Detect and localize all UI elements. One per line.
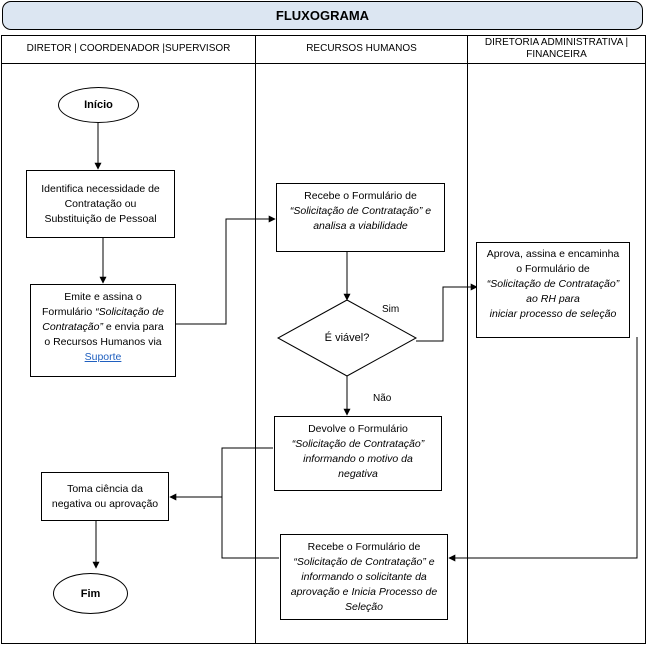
receive-final-text3: informando o solicitante da bbox=[301, 571, 427, 583]
approve-text3: ao RH para bbox=[526, 293, 580, 305]
lane-header-director: DIRETOR | COORDENADOR |SUPERVISOR bbox=[26, 43, 231, 54]
receive-final-text1: Recebe o Formulário de bbox=[307, 541, 421, 553]
approve-form-box: Aprova, assina e encaminha o Formulário … bbox=[476, 242, 630, 338]
receive-text3: analisa a viabilidade bbox=[313, 220, 408, 232]
receive-final-form-name: “Solicitação de Contratação” bbox=[293, 556, 426, 568]
decision-label: É viável? bbox=[324, 332, 370, 344]
aware-line2: negativa ou aprovação bbox=[51, 497, 159, 510]
lane-header-admin-line2: FINANCEIRA bbox=[526, 49, 587, 60]
return-form-box: Devolve o Formulário “Solicitação de Con… bbox=[274, 416, 442, 491]
emit-form-name: “Solicitação de Contratação” bbox=[42, 306, 164, 333]
receive-final-text5: Seleção bbox=[345, 601, 383, 613]
return-form-name: “Solicitação de Contratação” bbox=[291, 438, 425, 450]
identify-need-box: Identifica necessidade de Contratação ou… bbox=[26, 170, 175, 238]
edge-approve-receivefinal bbox=[448, 337, 638, 562]
identify-line3: Substituição de Pessoal bbox=[44, 212, 157, 225]
return-text1: Devolve o Formulário bbox=[308, 423, 408, 435]
emit-text2: Formulário bbox=[42, 306, 96, 318]
receive-final-text2: e bbox=[425, 556, 435, 568]
receive-text1: Recebe o Formulário de bbox=[304, 190, 417, 202]
approve-text2: o Formulário de bbox=[516, 263, 590, 275]
aware-box: Toma ciência da negativa ou aprovação bbox=[41, 472, 169, 521]
edge-decision-approve bbox=[416, 283, 478, 342]
start-node: Início bbox=[58, 87, 139, 123]
receive-form-box: Recebe o Formulário de “Solicitação de C… bbox=[276, 183, 445, 252]
swimlane-container bbox=[1, 35, 646, 644]
identify-line1: Identifica necessidade de bbox=[41, 182, 160, 195]
lane-divider bbox=[255, 35, 256, 644]
support-link[interactable]: Suporte bbox=[84, 351, 122, 363]
lane-divider bbox=[467, 35, 468, 644]
return-text3: negativa bbox=[338, 468, 378, 480]
emit-form-box: Emite e assina o Formulário “Solicitação… bbox=[30, 284, 176, 377]
lane-header-admin-line1: DIRETORIA ADMINISTRATIVA | bbox=[484, 37, 629, 48]
identify-line2: Contratação ou bbox=[64, 197, 137, 210]
decision-diamond-shape bbox=[276, 299, 418, 377]
return-text2: informando o motivo da bbox=[303, 453, 413, 465]
flowchart-title: FLUXOGRAMA bbox=[2, 1, 643, 30]
receive-text2: e bbox=[422, 205, 432, 217]
receive-final-text4: aprovação e Inicia Processo de bbox=[290, 586, 438, 598]
edge-label-no: Não bbox=[373, 393, 392, 404]
edge-emit-receive bbox=[176, 215, 276, 325]
edge-receivefinal-aware bbox=[221, 497, 279, 559]
lane-header-hr: RECURSOS HUMANOS bbox=[306, 43, 417, 54]
aware-line1: Toma ciência da bbox=[67, 482, 143, 495]
emit-text3: e envia para bbox=[102, 321, 164, 333]
lane-header-divider bbox=[1, 63, 646, 64]
end-node: Fim bbox=[53, 573, 128, 614]
emit-text4: o Recursos Humanos via bbox=[44, 336, 162, 348]
receive-final-box: Recebe o Formulário de “Solicitação de C… bbox=[280, 534, 448, 620]
approve-form-name: “Solicitação de Contratação” bbox=[486, 278, 620, 290]
approve-text4: iniciar processo de seleção bbox=[489, 308, 617, 320]
edge-return-aware bbox=[169, 447, 273, 501]
receive-form-name: “Solicitação de Contratação” bbox=[289, 205, 423, 217]
edge-label-yes: Sim bbox=[382, 304, 400, 315]
lane-header-admin: DIRETORIA ADMINISTRATIVA | FINANCEIRA bbox=[468, 35, 645, 63]
emit-text1: Emite e assina o bbox=[64, 291, 142, 303]
approve-text1: Aprova, assina e encaminha bbox=[486, 248, 620, 260]
